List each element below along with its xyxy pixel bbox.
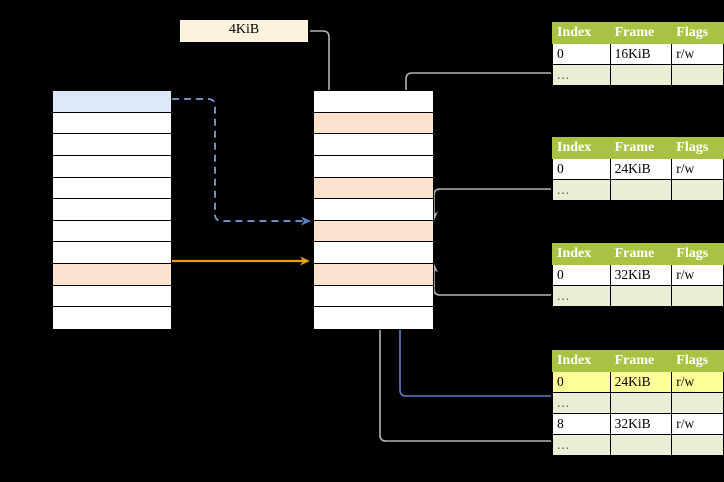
- cell-flags: r/w: [671, 264, 724, 286]
- cell-frame: 32KiB: [609, 264, 673, 286]
- memory-row: [53, 155, 171, 178]
- cell-frame: [609, 434, 673, 456]
- table-row: ...: [552, 392, 724, 414]
- cell-frame: [609, 392, 673, 414]
- memory-row: [314, 155, 433, 178]
- memory-row: [314, 242, 433, 264]
- memory-row: [53, 285, 171, 308]
- table-row: ...: [552, 64, 724, 86]
- column-header-flags: Flags: [671, 137, 724, 159]
- column-header-flags: Flags: [671, 243, 724, 265]
- memory-row: [314, 285, 433, 308]
- cell-index: 0: [552, 43, 611, 65]
- column-header-index: Index: [552, 22, 611, 44]
- column-header-frame: Frame: [609, 137, 673, 159]
- memory-row: [53, 112, 171, 135]
- cell-flags: r/w: [671, 43, 724, 65]
- wire-l3-to-frame: [430, 188, 551, 221]
- cell-frame: 32KiB: [609, 413, 673, 435]
- physical-address-space-column: [313, 90, 434, 330]
- memory-row: [53, 177, 171, 200]
- cell-index: ...: [552, 434, 611, 456]
- table-row: ...: [552, 179, 724, 201]
- cell-index: ...: [552, 285, 611, 307]
- column-header-frame: Frame: [609, 243, 673, 265]
- cell-frame: 24KiB: [609, 371, 673, 393]
- cell-index: 0: [552, 264, 611, 286]
- column-header-frame: Frame: [609, 350, 673, 372]
- memory-row: [53, 199, 171, 221]
- memory-row: [314, 177, 433, 200]
- cell-flags: [671, 392, 724, 414]
- memory-row: [53, 91, 171, 113]
- cell-frame: 24KiB: [609, 158, 673, 180]
- column-header-frame: Frame: [609, 22, 673, 44]
- cell-flags: [671, 64, 724, 86]
- frame-size-callout: 4KiB: [180, 20, 308, 42]
- cell-flags: [671, 179, 724, 201]
- column-header-flags: Flags: [671, 350, 724, 372]
- cell-flags: [671, 434, 724, 456]
- cell-index: ...: [552, 392, 611, 414]
- cell-flags: r/w: [671, 371, 724, 393]
- wire-virtual-to-physical-dashed: [172, 98, 311, 226]
- virtual-address-space-column: [52, 90, 172, 330]
- column-header-index: Index: [552, 350, 611, 372]
- memory-row: [314, 134, 433, 156]
- memory-row: [314, 264, 433, 286]
- table-row: ...: [552, 434, 724, 456]
- column-header-flags: Flags: [671, 22, 724, 44]
- wire-l2-to-frame: [430, 263, 551, 296]
- table-row: ...: [552, 285, 724, 307]
- cell-frame: [609, 285, 673, 307]
- column-header-index: Index: [552, 137, 611, 159]
- memory-row: [53, 264, 171, 286]
- cell-index: 0: [552, 371, 611, 393]
- cell-frame: 16KiB: [609, 43, 673, 65]
- cell-frame: [609, 64, 673, 86]
- cell-flags: r/w: [671, 413, 724, 435]
- memory-row: [314, 199, 433, 221]
- cell-index: ...: [552, 64, 611, 86]
- cell-flags: r/w: [671, 158, 724, 180]
- memory-row: [314, 112, 433, 135]
- cell-frame: [609, 179, 673, 201]
- memory-row: [53, 242, 171, 264]
- cell-flags: [671, 285, 724, 307]
- cell-index: ...: [552, 179, 611, 201]
- memory-row: [53, 307, 171, 329]
- memory-row: [314, 91, 433, 113]
- memory-row: [53, 134, 171, 156]
- frame-size-label: 4KiB: [228, 22, 260, 37]
- cell-index: 0: [552, 158, 611, 180]
- column-header-index: Index: [552, 243, 611, 265]
- cell-index: 8: [552, 413, 611, 435]
- memory-row: [314, 220, 433, 243]
- memory-row: [53, 220, 171, 243]
- memory-row: [314, 307, 433, 329]
